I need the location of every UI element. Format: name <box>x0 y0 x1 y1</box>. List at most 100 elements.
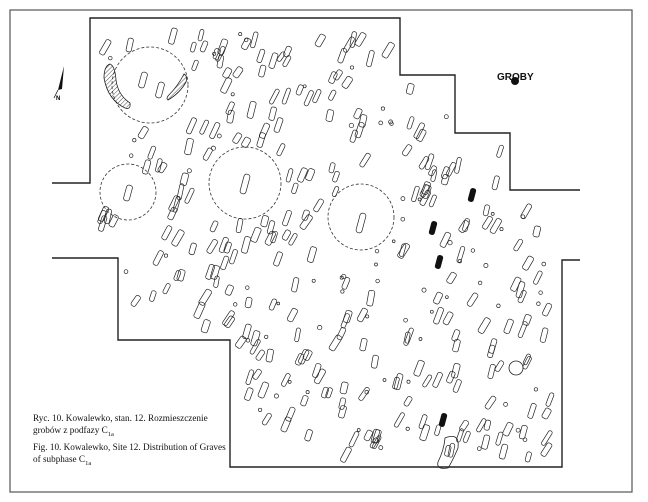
grave <box>98 215 108 232</box>
grave <box>338 405 347 419</box>
grave <box>541 407 552 420</box>
small-pit <box>378 120 383 126</box>
grave <box>439 231 452 248</box>
small-pit <box>212 51 217 56</box>
grave <box>297 167 308 183</box>
small-pit <box>341 273 347 280</box>
grave <box>496 144 504 158</box>
small-pit <box>365 314 370 319</box>
grave <box>162 283 171 295</box>
grave <box>217 38 229 56</box>
grave <box>176 183 185 201</box>
grave <box>440 166 451 180</box>
grave <box>518 424 528 440</box>
grave <box>494 360 505 372</box>
grave <box>202 147 213 161</box>
grave <box>256 48 266 63</box>
grave <box>223 241 232 254</box>
grave <box>446 370 456 384</box>
grave <box>349 31 357 48</box>
small-pit <box>305 390 310 395</box>
grave <box>239 173 251 195</box>
grave <box>241 37 252 50</box>
small-pit <box>417 197 422 202</box>
grave <box>341 277 351 290</box>
grave <box>405 83 415 95</box>
grave <box>404 327 414 344</box>
caption-en-line2: of subphase C1a <box>33 453 226 470</box>
grave <box>459 419 469 432</box>
grave <box>294 353 305 366</box>
grave <box>171 229 185 247</box>
grave <box>369 437 379 449</box>
grave <box>270 230 278 244</box>
grave <box>397 242 411 259</box>
grave <box>142 159 152 175</box>
grave <box>168 27 178 45</box>
small-pit <box>538 290 543 295</box>
grave <box>441 174 450 186</box>
grave <box>517 321 528 338</box>
grave <box>220 255 230 271</box>
small-pit <box>349 65 355 70</box>
grave <box>341 75 353 89</box>
grave <box>370 354 379 369</box>
small-pit <box>210 145 216 151</box>
grave <box>340 446 352 463</box>
grave <box>422 374 433 388</box>
grave <box>411 185 420 203</box>
small-pit <box>391 239 396 244</box>
grave <box>333 69 343 81</box>
grave <box>250 226 262 243</box>
grave <box>285 168 294 183</box>
small-pit <box>233 302 238 307</box>
small-pit <box>375 278 380 284</box>
grave <box>502 422 514 437</box>
grave <box>358 387 370 401</box>
figure-frame <box>9 9 633 493</box>
grave <box>487 344 496 358</box>
large-pit <box>508 360 524 376</box>
grave <box>381 41 395 59</box>
grave <box>241 136 251 148</box>
grave <box>273 117 284 133</box>
grave <box>325 387 333 399</box>
grave <box>282 55 292 68</box>
grave-subphase-c1a <box>428 221 438 235</box>
grave <box>301 209 310 221</box>
grave <box>466 292 479 307</box>
grave <box>477 317 491 334</box>
small-pit <box>496 303 501 308</box>
grave <box>210 264 220 280</box>
hatched-ditch-east <box>166 73 188 101</box>
grave <box>257 381 270 399</box>
grave <box>532 225 541 238</box>
grave <box>495 431 504 446</box>
grave <box>179 172 189 186</box>
barrow-circle <box>111 46 189 124</box>
grave <box>498 443 509 460</box>
grave <box>524 451 532 463</box>
grave <box>321 386 329 399</box>
grave <box>331 186 340 197</box>
small-pit <box>470 248 476 253</box>
small-pit <box>129 153 134 158</box>
grave <box>218 236 229 253</box>
grave <box>125 37 134 53</box>
small-pit <box>123 269 129 274</box>
small-pit <box>515 427 521 433</box>
grave <box>489 218 502 234</box>
grave <box>342 309 353 324</box>
grave <box>130 295 141 307</box>
grave <box>481 434 491 450</box>
grave <box>328 89 337 101</box>
grave <box>232 132 243 144</box>
grave <box>451 363 461 379</box>
small-pit <box>503 402 508 407</box>
small-pit <box>490 212 495 216</box>
small-pit <box>230 92 235 97</box>
grave <box>337 47 347 64</box>
small-pit <box>339 275 344 280</box>
grave <box>212 48 221 60</box>
grave <box>338 397 347 410</box>
